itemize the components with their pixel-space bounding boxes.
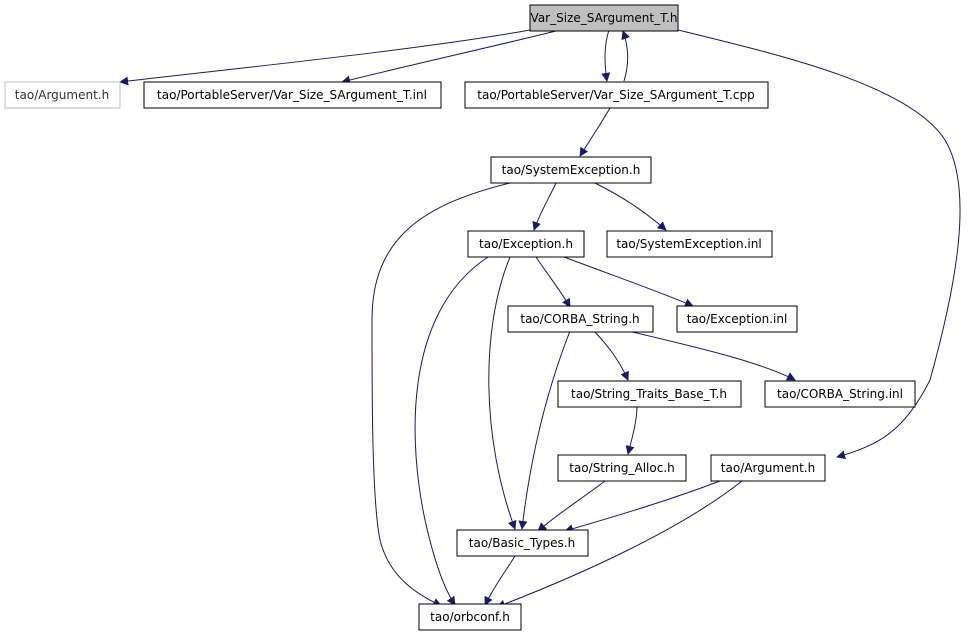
edge-system-exception-to-exception — [532, 182, 557, 231]
node-system-exception-inl[interactable]: tao/SystemException.inl — [606, 230, 773, 258]
edge-root-to-argument-external — [119, 29, 531, 86]
node-string-alloc-h[interactable]: tao/String_Alloc.h — [557, 454, 687, 482]
svg-text:tao/CORBA_String.h: tao/CORBA_String.h — [520, 312, 639, 326]
svg-text:tao/orbconf.h: tao/orbconf.h — [430, 610, 510, 624]
edge-argument-h-to-orbconf — [496, 480, 743, 609]
edge-corba-string-to-basic-types — [518, 330, 571, 530]
edge-exception-to-basic-types — [488, 256, 517, 530]
edge-corba-string-to-corba-string-inl — [627, 330, 796, 381]
svg-text:tao/SystemException.h: tao/SystemException.h — [502, 163, 641, 177]
edge-string-traits-to-string-alloc — [625, 405, 638, 455]
edge-exception-to-orbconf — [414, 256, 489, 606]
svg-text:tao/String_Traits_Base_T.h: tao/String_Traits_Base_T.h — [571, 387, 727, 401]
edge-root-to-var-size-inl — [341, 29, 561, 85]
edge-exception-to-exception-inl — [563, 256, 694, 307]
node-root[interactable]: Var_Size_SArgument_T.h — [529, 4, 679, 32]
node-corba-string-inl[interactable]: tao/CORBA_String.inl — [764, 380, 916, 408]
node-var-size-inl[interactable]: tao/PortableServer/Var_Size_SArgument_T.… — [143, 81, 442, 109]
node-system-exception-h[interactable]: tao/SystemException.h — [490, 156, 652, 184]
node-exception-h[interactable]: tao/Exception.h — [467, 230, 585, 258]
edge-argument-h-to-basic-types — [564, 480, 721, 534]
svg-text:tao/String_Alloc.h: tao/String_Alloc.h — [569, 461, 675, 475]
node-corba-string-h[interactable]: tao/CORBA_String.h — [507, 305, 654, 333]
svg-text:tao/CORBA_String.inl: tao/CORBA_String.inl — [777, 387, 903, 401]
edge-corba-string-to-string-traits — [593, 330, 629, 381]
svg-text:tao/Argument.h: tao/Argument.h — [721, 461, 815, 475]
node-argument-external[interactable]: tao/Argument.h — [4, 81, 121, 109]
svg-text:tao/Exception.inl: tao/Exception.inl — [687, 312, 788, 326]
svg-text:tao/PortableServer/Var_Size_SA: tao/PortableServer/Var_Size_SArgument_T.… — [157, 88, 427, 102]
edge-system-exception-to-orbconf — [371, 182, 511, 607]
svg-text:Var_Size_SArgument_T.h: Var_Size_SArgument_T.h — [531, 11, 678, 25]
edge-basic-types-to-orbconf — [484, 555, 516, 606]
node-exception-inl[interactable]: tao/Exception.inl — [676, 305, 798, 333]
svg-text:tao/Exception.h: tao/Exception.h — [479, 237, 573, 251]
svg-text:tao/SystemException.inl: tao/SystemException.inl — [616, 237, 761, 251]
edge-var-size-cpp-to-root — [621, 30, 630, 82]
edge-exception-to-corba-string — [535, 256, 571, 308]
svg-text:tao/Argument.h: tao/Argument.h — [15, 88, 109, 102]
edge-root-to-argument-h — [677, 29, 961, 460]
edge-root-to-var-size-cpp — [601, 29, 611, 82]
node-string-traits-base[interactable]: tao/String_Traits_Base_T.h — [557, 380, 742, 408]
node-orbconf-h[interactable]: tao/orbconf.h — [418, 603, 522, 631]
edge-system-exception-to-system-exception-inl — [594, 182, 667, 231]
node-var-size-cpp[interactable]: tao/PortableServer/Var_Size_SArgument_T.… — [464, 81, 769, 109]
node-argument-h[interactable]: tao/Argument.h — [710, 454, 826, 482]
edge-var-size-cpp-to-system-exception — [579, 107, 611, 157]
node-basic-types-h[interactable]: tao/Basic_Types.h — [456, 529, 589, 557]
edge-string-alloc-to-basic-types — [537, 480, 606, 532]
svg-text:tao/PortableServer/Var_Size_SA: tao/PortableServer/Var_Size_SArgument_T.… — [477, 88, 754, 102]
svg-text:tao/Basic_Types.h: tao/Basic_Types.h — [469, 536, 575, 550]
